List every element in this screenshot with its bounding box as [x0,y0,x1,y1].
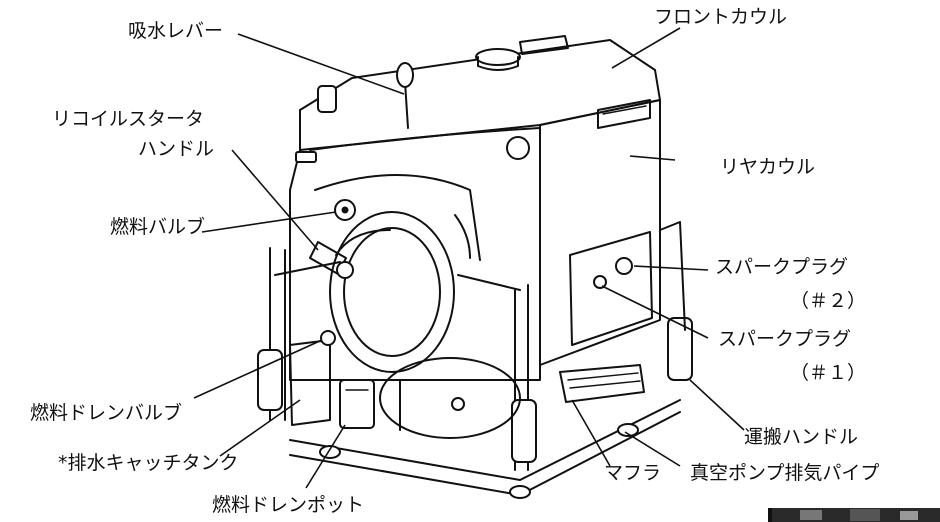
machine-body [289,35,661,381]
label-vacuum-pump-exhaust: 真空ポンプ排気パイプ [690,462,880,484]
fuel-drain-valve-knob [320,330,336,346]
pump-housing [379,357,521,439]
label-fuel-drain-valve: 燃料ドレンバルブ [30,402,183,424]
frame [257,221,693,499]
label-fuel-drain-pot: 燃料ドレンポット [212,494,365,516]
label-recoil-starter-line1: リコイルスタータ [52,108,205,130]
fuel-drain-pot [339,379,375,429]
recoil-starter [309,174,481,373]
inset-photo-fragment [768,508,940,522]
label-drain-catch-tank: *排水キャッチタンク [58,452,239,474]
label-carry-handle: 運搬ハンドル [744,426,859,448]
label-muffler: マフラ [604,462,662,484]
label-fuel-valve: 燃料バルブ [110,216,206,238]
label-spark-plug-2-number: （＃２） [790,290,867,312]
label-recoil-starter-line2: ハンドル [138,138,215,160]
fuel-valve [334,199,356,221]
label-front-cowl: フロントカウル [654,6,788,28]
label-suction-lever: 吸水レバー [128,20,224,42]
label-spark-plug-1: スパークプラグ [718,328,852,350]
leader-lines [193,27,745,489]
label-spark-plug-2: スパークプラグ [715,256,849,278]
spark-plugs [593,257,633,289]
drain-catch-tank [289,339,331,426]
muffler [559,364,645,403]
label-spark-plug-1-number: （＃１） [790,362,867,384]
label-rear-cowl: リヤカウル [720,156,816,178]
